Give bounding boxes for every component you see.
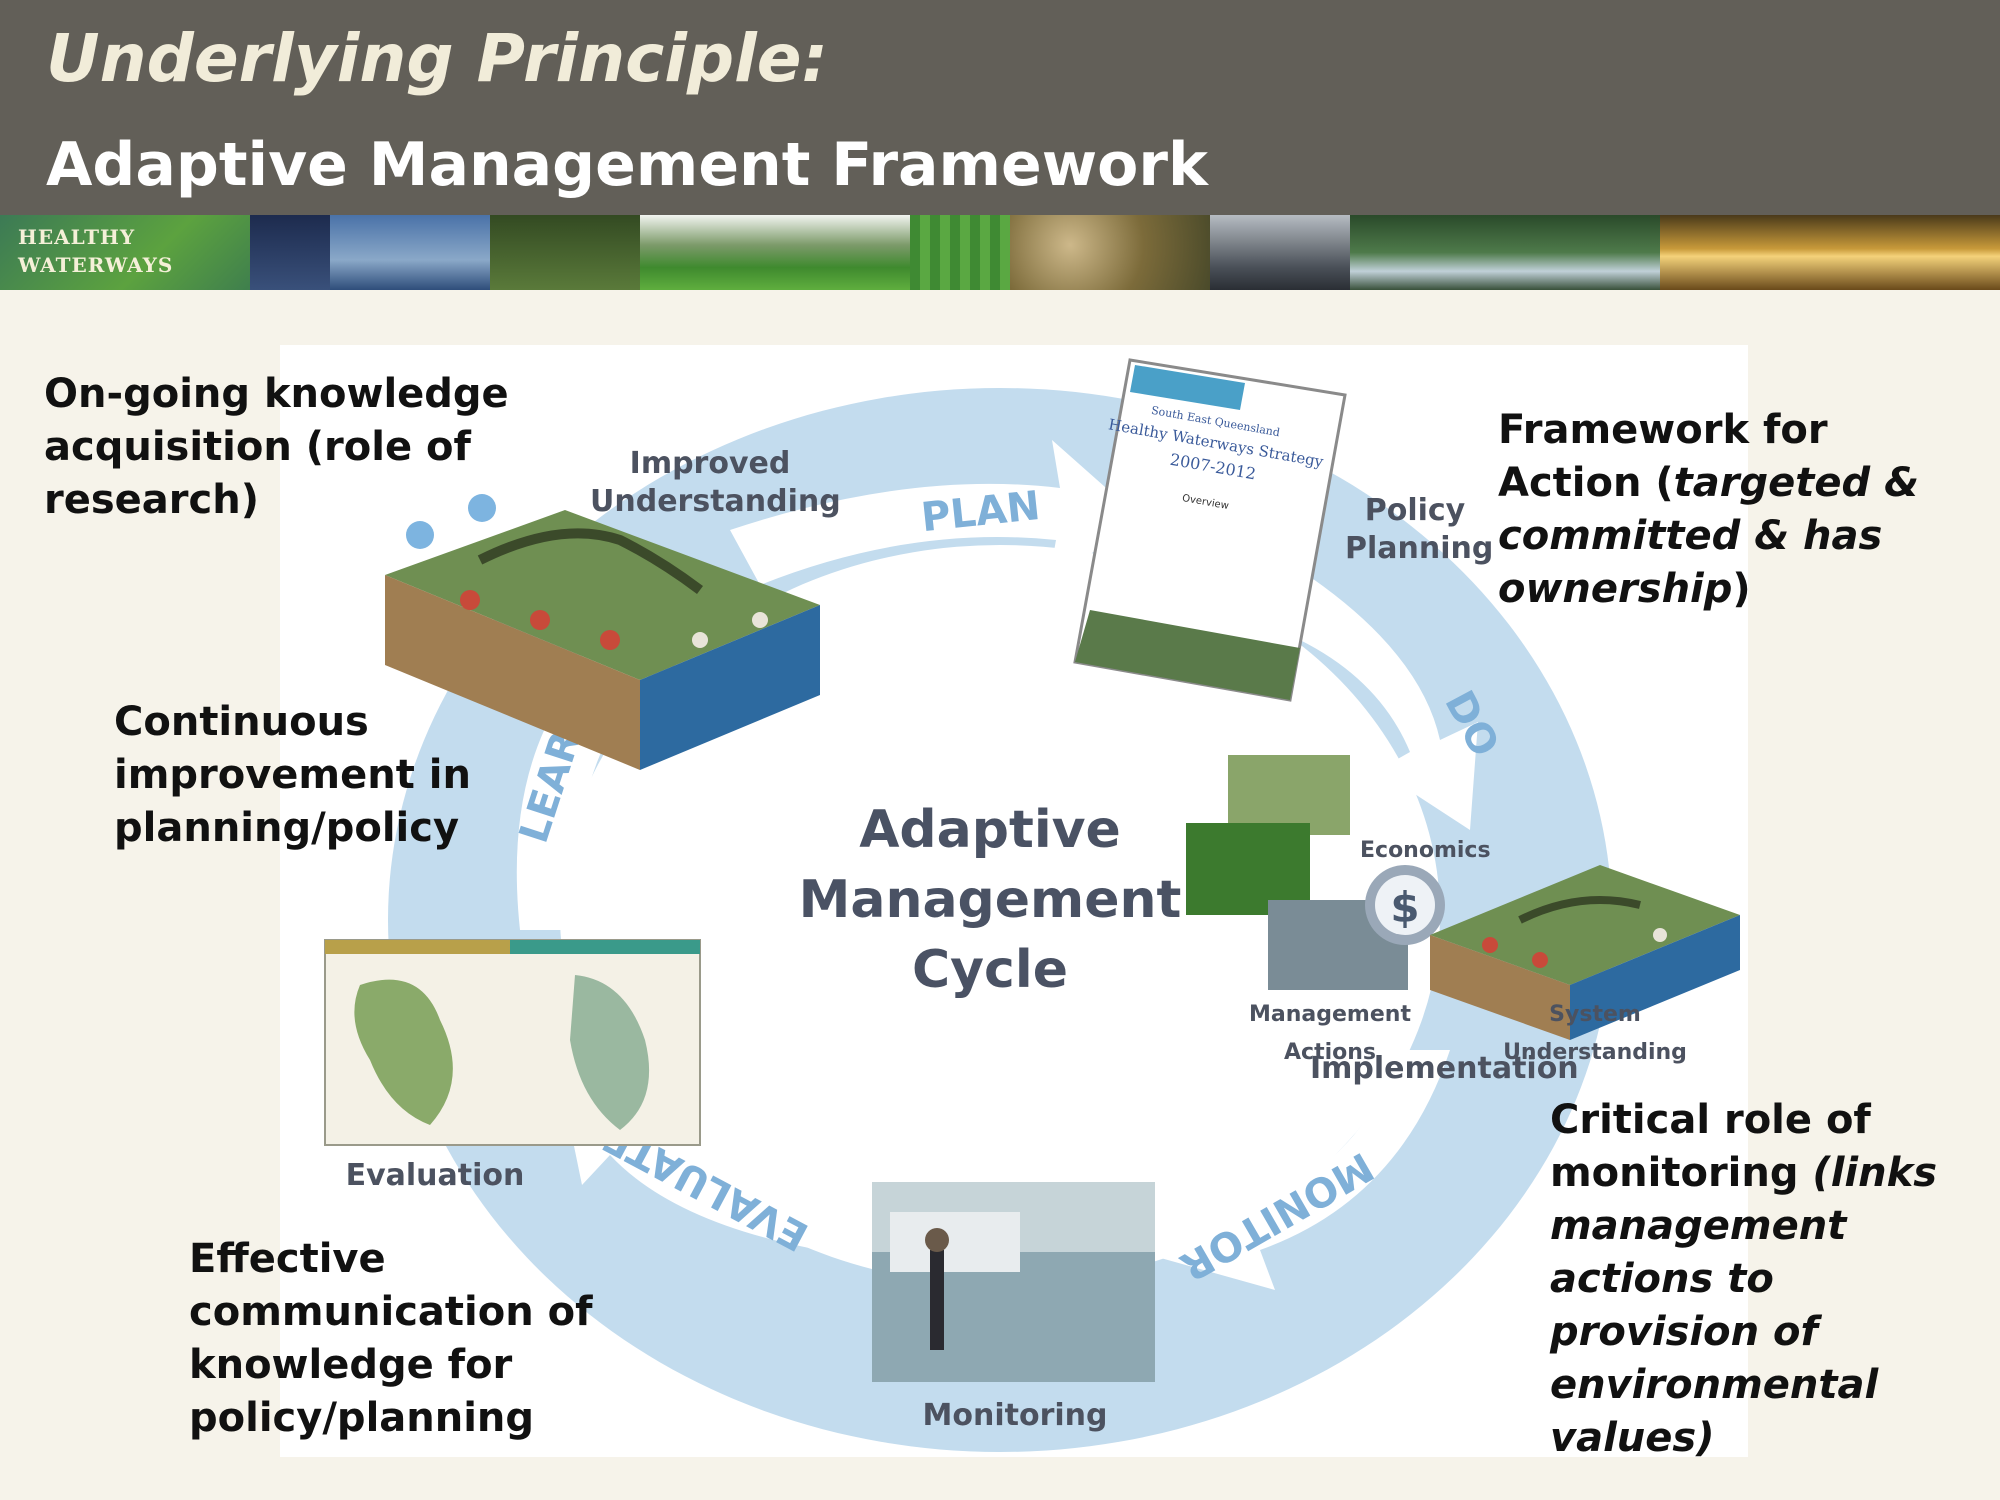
banner-photo-rocks xyxy=(1010,215,1210,290)
banner-photo-canoe xyxy=(330,215,490,290)
note-br-line2-prefix: monitoring xyxy=(1550,1150,1813,1196)
note-br-line1: Critical role of xyxy=(1550,1097,1871,1143)
landscape-block-top-left xyxy=(385,494,820,770)
cycle-inner xyxy=(560,545,1440,1285)
note-br-line7: values) xyxy=(1550,1412,1937,1465)
note-tr-line4-suffix: ) xyxy=(1732,566,1751,612)
logo-line2: WATERWAYS xyxy=(18,253,174,277)
note-knowledge-acquisition: On-going knowledge acquisition (role of … xyxy=(44,368,509,527)
note-ml-line2: improvement in xyxy=(114,752,471,798)
note-br-italic-3: provision of xyxy=(1550,1309,1818,1355)
note-br-italic-5: values) xyxy=(1550,1415,1715,1461)
note-tr-line3-italic: committed & has xyxy=(1498,513,1883,559)
evaluation-label: Evaluation xyxy=(345,1158,525,1193)
note-br-line3: management xyxy=(1550,1200,1937,1253)
note-tr-line4-italic: ownership xyxy=(1498,566,1733,612)
note-br-line5: provision of xyxy=(1550,1306,1937,1359)
cycle-center-title: Adaptive Management Cycle xyxy=(780,795,1200,1005)
photo-banner: HEALTHY WATERWAYS xyxy=(0,215,2000,290)
center-line1: Adaptive xyxy=(859,800,1121,860)
note-tr-line2: Action (targeted & xyxy=(1498,457,1919,510)
banner-photo-water xyxy=(250,215,330,290)
note-continuous-improvement: Continuous improvement in planning/polic… xyxy=(114,696,471,855)
note-tr-line2-prefix: Action ( xyxy=(1498,460,1674,506)
improved-understanding-label: Improved Understanding xyxy=(590,445,841,521)
note-br-italic-4: environmental xyxy=(1550,1362,1879,1408)
policy-planning-label: Policy Planning xyxy=(1345,492,1494,568)
banner-photo-sunset xyxy=(1660,215,2000,290)
management-action-photos xyxy=(1186,755,1420,990)
note-tl-line1: On-going knowledge xyxy=(44,371,509,417)
note-critical-monitoring: Critical role of monitoring (links manag… xyxy=(1550,1094,1937,1465)
note-br-italic-2: actions to xyxy=(1550,1256,1774,1302)
strategy-document: South East Queensland Healthy Waterways … xyxy=(1073,358,1347,702)
slide-subtitle: Adaptive Management Framework xyxy=(46,130,1208,200)
note-framework-for-action: Framework for Action (targeted & committ… xyxy=(1498,404,1919,616)
note-tr-line2-italic: targeted & xyxy=(1673,460,1919,506)
do-arrow xyxy=(1300,570,1478,830)
report-card-image xyxy=(324,939,701,1146)
banner-photo-crops xyxy=(910,215,1010,290)
svg-text:$: $ xyxy=(1390,883,1419,932)
note-tr-line1: Framework for xyxy=(1498,407,1828,453)
monitor-arrow xyxy=(1150,1050,1450,1290)
note-tl-line3: research) xyxy=(44,477,259,523)
implementation-label: Implementation xyxy=(1310,1051,1579,1086)
center-line2: Management xyxy=(798,870,1182,930)
slide-title: Underlying Principle: xyxy=(46,20,828,97)
center-line3: Cycle xyxy=(912,940,1068,1000)
healthy-waterways-logo: HEALTHY WATERWAYS xyxy=(0,215,250,290)
improved-understanding-line2: Understanding xyxy=(590,484,841,519)
economics-label: Economics xyxy=(1360,838,1491,863)
economics-dollar-icon: $ xyxy=(1365,865,1445,945)
header-bar: Underlying Principle: Adaptive Managemen… xyxy=(0,0,2000,215)
system-understanding-label: System Understanding xyxy=(1503,1002,1687,1065)
note-effective-communication: Effective communication of knowledge for… xyxy=(189,1233,593,1445)
note-tr-line3: committed & has xyxy=(1498,510,1919,563)
note-br-line4: actions to xyxy=(1550,1253,1937,1306)
note-bl-line3: knowledge for xyxy=(189,1342,513,1388)
note-tl-line2: acquisition (role of xyxy=(44,424,471,470)
banner-photo-stream xyxy=(1350,215,1660,290)
note-br-line2: monitoring (links xyxy=(1550,1147,1937,1200)
plan-arrow xyxy=(730,440,1140,585)
management-actions-label: Management Actions xyxy=(1249,1002,1411,1065)
landscape-block-right xyxy=(1430,865,1740,1040)
improved-understanding-line1: Improved xyxy=(629,446,791,481)
note-bl-line1: Effective xyxy=(189,1236,386,1282)
note-br-italic-1: management xyxy=(1550,1203,1847,1249)
monitoring-photo xyxy=(872,1182,1155,1382)
note-bl-line2: communication of xyxy=(189,1289,593,1335)
note-br-line6: environmental xyxy=(1550,1359,1937,1412)
note-ml-line3: planning/policy xyxy=(114,805,460,851)
note-tr-line4: ownership) xyxy=(1498,563,1919,616)
banner-photo-boat xyxy=(1210,215,1350,290)
note-bl-line4: policy/planning xyxy=(189,1395,535,1441)
banner-photo-reeds xyxy=(490,215,640,290)
note-br-line2-italic: (links xyxy=(1812,1150,1938,1196)
policy-planning-line2: Planning xyxy=(1345,531,1494,566)
policy-planning-line1: Policy xyxy=(1364,493,1466,528)
banner-photo-field xyxy=(640,215,910,290)
logo-line1: HEALTHY xyxy=(18,225,136,249)
note-ml-line1: Continuous xyxy=(114,699,369,745)
monitoring-label: Monitoring xyxy=(922,1398,1108,1433)
